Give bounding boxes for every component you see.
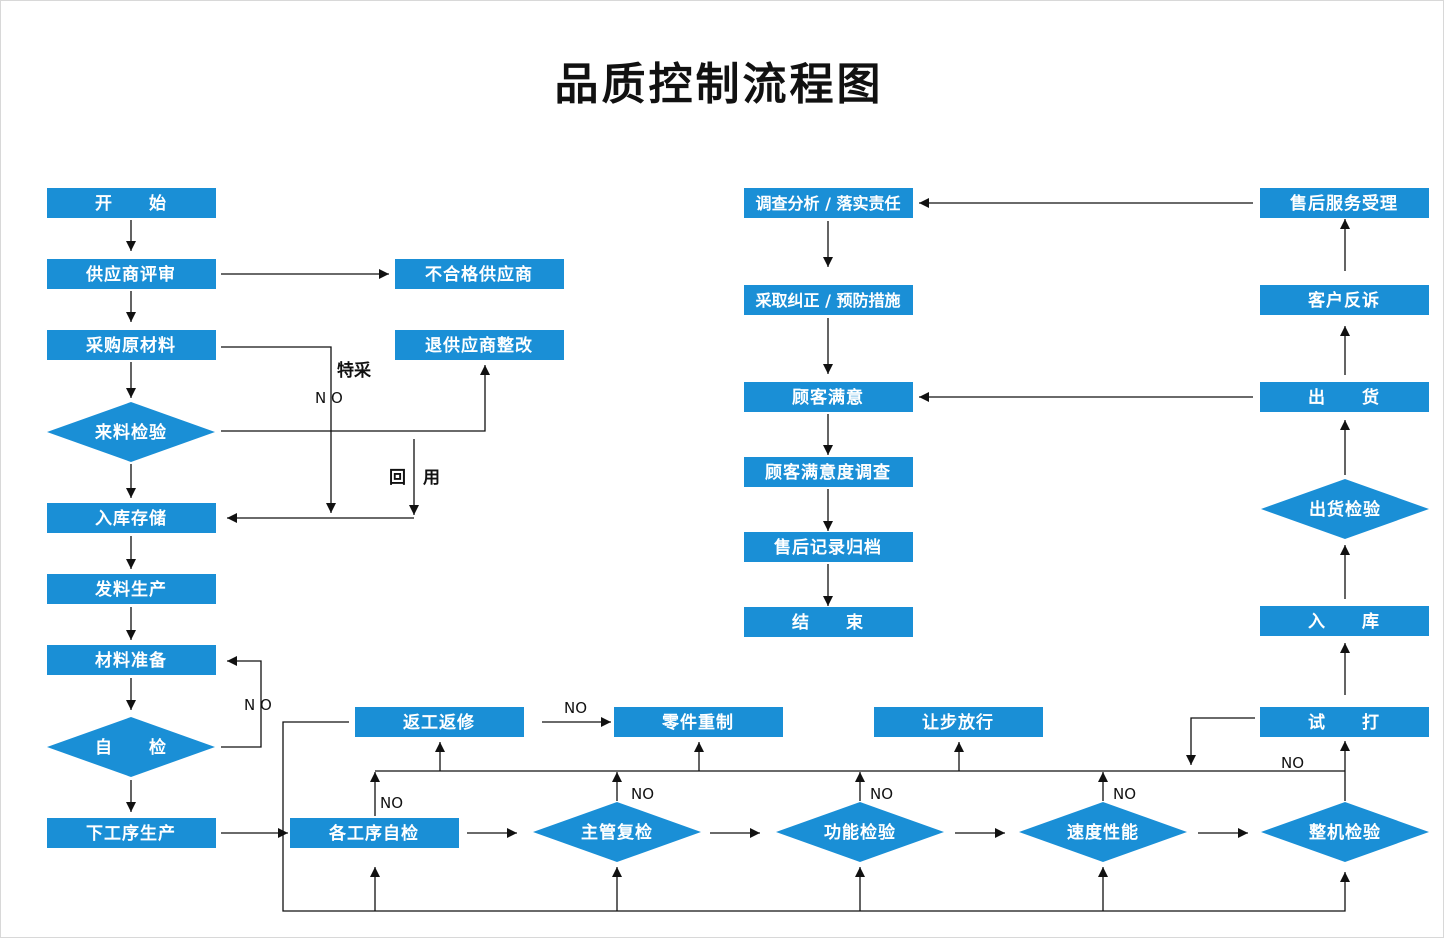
node-self-check-label: 自 检 — [95, 737, 167, 758]
label-no-process-check: NO — [380, 794, 403, 812]
node-speed-performance-label: 速度性能 — [1067, 822, 1139, 843]
node-corrective: 采取纠正 / 预防措施 — [744, 285, 913, 315]
node-investigation-label: 调查分析 / 落实责任 — [756, 194, 901, 213]
node-shipment-label: 出 货 — [1308, 387, 1380, 408]
node-after-sales-accept-label: 售后服务受理 — [1290, 193, 1398, 214]
node-whole-machine: 整机检验 — [1261, 802, 1429, 862]
label-no-rework: NO — [564, 699, 587, 717]
node-self-check: 自 检 — [47, 717, 215, 777]
nodes: 开 始 供应商评审 不合格供应商 采购原材料 退供应商整改 入库存储 发料生产 … — [47, 188, 1429, 848]
rework-return-rail — [282, 721, 1350, 912]
node-shipment: 出 货 — [1260, 382, 1429, 412]
node-start-label: 开 始 — [95, 193, 167, 214]
node-shipment-inspection-label: 出货检验 — [1309, 499, 1381, 520]
node-unqualified-supplier-label: 不合格供应商 — [425, 264, 533, 285]
node-function-test: 功能检验 — [776, 802, 944, 862]
label-no-purchase: N O — [315, 389, 343, 407]
node-issue-production-label: 发料生产 — [94, 579, 167, 600]
node-corrective-label: 采取纠正 / 预防措施 — [755, 291, 901, 310]
arrow-selfcheck-no-loop — [221, 656, 262, 748]
node-material-prep: 材料准备 — [47, 645, 216, 675]
arrow-inspection-to-return — [221, 365, 490, 432]
label-no-trial: NO — [1281, 754, 1304, 772]
node-parts-remake: 零件重制 — [614, 707, 783, 737]
node-rework-label: 返工返修 — [403, 712, 475, 733]
node-storage: 入 库 — [1260, 606, 1429, 636]
label-no-supervisor: NO — [631, 785, 654, 803]
node-investigation: 调查分析 / 落实责任 — [744, 188, 913, 218]
label-no-selfcheck: N O — [244, 696, 272, 714]
edge-labels: 特采 N O 回 用 N O NO NO NO NO NO NO — [244, 360, 1304, 812]
node-next-process-label: 下工序生产 — [86, 823, 176, 844]
node-incoming-inspection-label: 来料检验 — [94, 422, 167, 443]
node-process-self-check-label: 各工序自检 — [328, 823, 419, 844]
node-supplier-review: 供应商评审 — [47, 259, 216, 289]
node-unqualified-supplier: 不合格供应商 — [395, 259, 564, 289]
node-trial-print: 试 打 — [1260, 707, 1429, 737]
node-supplier-review-label: 供应商评审 — [85, 264, 176, 285]
node-start: 开 始 — [47, 188, 216, 218]
node-satisfied-label: 顾客满意 — [792, 387, 864, 408]
node-purchase-label: 采购原材料 — [85, 335, 176, 356]
node-supervisor-recheck-label: 主管复检 — [581, 822, 653, 843]
page-title: 品质控制流程图 — [555, 59, 884, 110]
node-trial-print-label: 试 打 — [1308, 712, 1380, 733]
connectors — [126, 198, 1350, 912]
node-after-sales-accept: 售后服务受理 — [1260, 188, 1429, 218]
node-warehouse-in: 入库存储 — [47, 503, 216, 533]
node-function-test-label: 功能检验 — [824, 822, 896, 843]
node-material-prep-label: 材料准备 — [95, 650, 167, 671]
node-survey: 顾客满意度调查 — [744, 457, 913, 487]
node-shipment-inspection: 出货检验 — [1261, 479, 1429, 539]
arrow-special-purchase — [221, 346, 336, 513]
node-issue-production: 发料生产 — [47, 574, 216, 604]
node-complaint: 客户反诉 — [1260, 285, 1429, 315]
node-rework: 返工返修 — [355, 707, 524, 737]
node-incoming-inspection: 来料检验 — [47, 402, 215, 462]
arrow-trial-no — [1186, 717, 1255, 765]
node-archive: 售后记录归档 — [744, 532, 913, 562]
label-no-speed: NO — [1113, 785, 1136, 803]
node-survey-label: 顾客满意度调查 — [765, 462, 891, 483]
label-no-function: NO — [870, 785, 893, 803]
node-archive-label: 售后记录归档 — [774, 537, 882, 558]
node-satisfied: 顾客满意 — [744, 382, 913, 412]
node-storage-label: 入 库 — [1308, 611, 1380, 632]
node-speed-performance: 速度性能 — [1019, 802, 1187, 862]
node-supervisor-recheck: 主管复检 — [533, 802, 701, 862]
node-concession-label: 让步放行 — [922, 712, 994, 733]
node-warehouse-in-label: 入库存储 — [95, 508, 167, 529]
node-parts-remake-label: 零件重制 — [661, 712, 734, 733]
node-next-process: 下工序生产 — [47, 818, 216, 848]
node-end: 结 束 — [744, 607, 913, 637]
node-whole-machine-label: 整机检验 — [1309, 822, 1381, 843]
label-special-purchase: 特采 — [337, 360, 371, 381]
node-concession: 让步放行 — [874, 707, 1043, 737]
decision-nodes: 来料检验 自 检 主管复检 功能检验 速度性能 整机检验 出货检验 — [47, 402, 1429, 862]
node-return-supplier-label: 退供应商整改 — [425, 335, 533, 356]
node-purchase: 采购原材料 — [47, 330, 216, 360]
node-end-label: 结 束 — [792, 612, 864, 633]
node-return-supplier: 退供应商整改 — [395, 330, 564, 360]
node-complaint-label: 客户反诉 — [1307, 290, 1380, 311]
label-reuse: 回 用 — [389, 468, 440, 488]
node-process-self-check: 各工序自检 — [290, 818, 459, 848]
